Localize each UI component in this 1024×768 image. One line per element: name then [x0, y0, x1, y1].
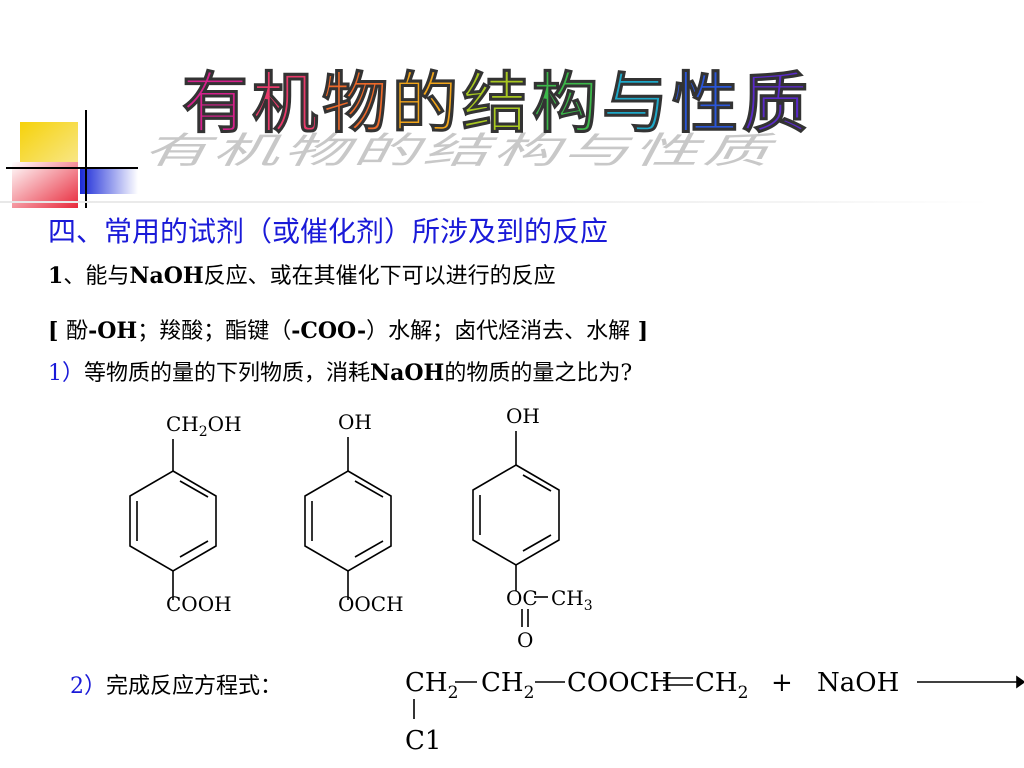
mol3-ch3-label: CH3 [551, 586, 593, 614]
eq-ch2-2: CH2 [481, 668, 534, 703]
mol1-bottom-label: COOH [166, 592, 232, 616]
bracket-close: ] [630, 318, 649, 344]
bracket-part-4: -COO- [291, 318, 367, 344]
decorative-squares [6, 110, 138, 208]
slide-title: 有机物的结构与性质 有机物的结构与性质 [130, 50, 890, 172]
title-char: 结 [462, 65, 532, 143]
section-heading: 四、常用的试剂（或催化剂）所涉及到的反应 [48, 215, 609, 248]
title-char: 质 [742, 65, 812, 143]
mol3-top-label: OH [506, 404, 540, 428]
reaction-arrowhead [1016, 675, 1024, 689]
mol3-oc-label: OC [506, 586, 538, 610]
eq-cl: C1 [405, 726, 441, 756]
item-1-line: 1、能与NaOH反应、或在其催化下可以进行的反应 [48, 258, 556, 290]
bracket-open: [ [48, 318, 67, 344]
bracket-part-1: 酚 [66, 319, 89, 344]
item-1-text-b: 反应、或在其催化下可以进行的反应 [203, 264, 556, 289]
title-divider [0, 201, 990, 203]
item-1-naoh: NaOH [129, 263, 204, 289]
question-2-line: 2）完成反应方程式： [70, 668, 282, 700]
reaction-equation: CH2 CH2 COOCH CH2 + NaOH C1 [405, 668, 1024, 756]
item-1-text-a: 、能与 [63, 264, 130, 289]
eq-naoh: NaOH [817, 668, 899, 698]
question-2-paren: ） [84, 674, 107, 699]
question-1-naoh: NaOH [370, 360, 445, 386]
title-char: 机 [252, 65, 322, 143]
question-1-line: 1）等物质的量的下列物质，消耗NaOH的物质的量之比为? [48, 355, 632, 387]
question-1-number: 1 [48, 361, 62, 386]
benzene-ring-1 [129, 439, 217, 600]
benzene-ring-3 [472, 431, 560, 627]
title-char: 物 [322, 65, 392, 143]
title-text: 有机物的结构与性质 [182, 50, 812, 146]
mol3-carbonyl-o: O [517, 628, 533, 652]
deco-blue-square [80, 168, 138, 194]
eq-cooch: COOCH [567, 668, 672, 698]
bracket-part-2: -OH [88, 318, 138, 344]
bracket-part-3: ；羧酸；酯键（ [137, 319, 292, 344]
question-1-text-b: 的物质的量之比为? [444, 361, 633, 386]
mol2-bottom-label: OOCH [338, 592, 404, 616]
question-1-text-a: 等物质的量的下列物质，消耗 [84, 361, 371, 386]
item-1-number: 1 [48, 263, 64, 289]
mol1-top-label: CH2OH [166, 412, 242, 440]
title-char: 有 [182, 65, 252, 143]
eq-ch2-3: CH2 [695, 668, 748, 703]
eq-ch2-1: CH2 [405, 668, 458, 703]
mol2-top-label: OH [338, 410, 372, 434]
reagent-list-line: [ 酚-OH；羧酸；酯键（-COO-）水解；卤代烃消去、水解 ] [48, 313, 648, 345]
title-char: 的 [392, 65, 462, 143]
title-char: 与 [602, 65, 672, 143]
bracket-part-5: ）水解；卤代烃消去、水解 [366, 319, 631, 344]
deco-red-square [12, 162, 78, 208]
question-1-paren: ） [62, 361, 85, 386]
title-char: 性 [672, 65, 742, 143]
title-char: 构 [532, 65, 602, 143]
eq-plus: + [771, 668, 793, 698]
question-2-text: 完成反应方程式： [106, 674, 283, 699]
benzene-ring-2 [304, 437, 392, 600]
question-2-number: 2 [70, 674, 84, 699]
structures-diagram: CH2OH COOH OH OOCH OH OC CH3 O [129, 404, 593, 652]
